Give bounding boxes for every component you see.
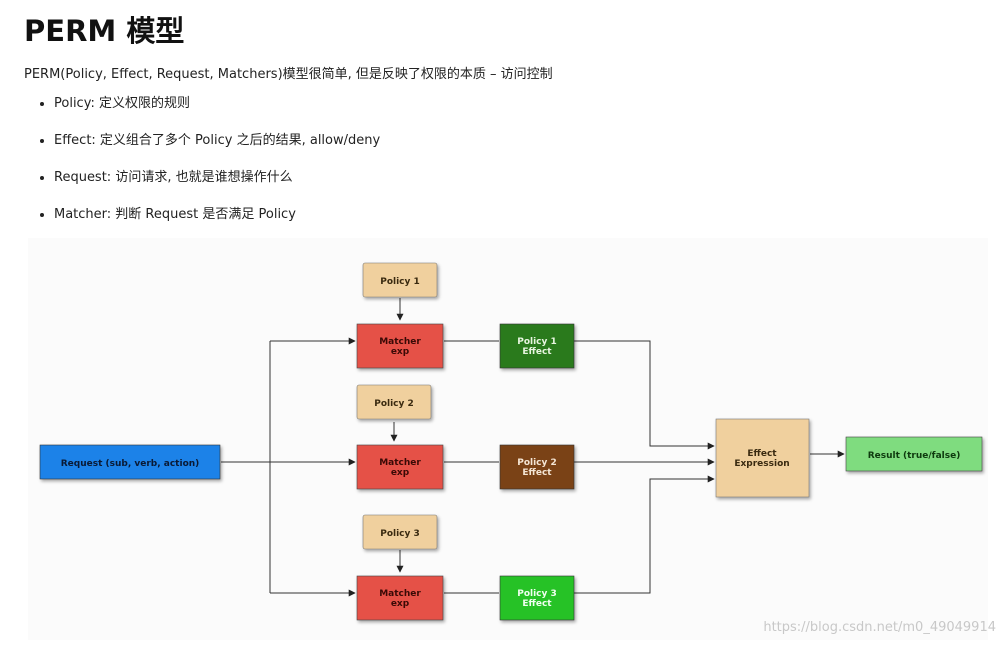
diagram-background <box>28 238 988 640</box>
policy-2-label: Policy 2 <box>374 399 414 409</box>
effect-node-1: Policy 1 Effect <box>499 323 575 369</box>
matcher-1-line-1: Matcher <box>379 337 421 347</box>
effect-expression-line-1: Effect <box>747 449 777 459</box>
policy-node-2: Policy 2 <box>356 384 432 420</box>
effect-expression-node: Effect Expression <box>715 418 810 498</box>
effect-expression-line-2: Expression <box>734 459 789 469</box>
effect-1-line-1: Policy 1 <box>517 337 557 347</box>
arrow-effect-1-expression <box>574 340 715 450</box>
policy-1-label: Policy 1 <box>380 277 420 287</box>
effect-3-line-2: Effect <box>522 599 552 609</box>
result-node: Result (true/false) <box>845 436 983 472</box>
matcher-node-2: Matcher exp <box>356 444 444 490</box>
effect-3-line-1: Policy 3 <box>517 589 557 599</box>
matcher-3-line-1: Matcher <box>379 589 421 599</box>
result-label: Result (true/false) <box>868 451 961 461</box>
connectors <box>221 298 845 597</box>
effect-node-3: Policy 3 Effect <box>499 575 575 621</box>
effect-node-2: Policy 2 Effect <box>499 444 575 490</box>
matcher-1-line-2: exp <box>391 347 410 357</box>
effect-2-line-1: Policy 2 <box>517 458 557 468</box>
matcher-2-line-1: Matcher <box>379 458 421 468</box>
policy-3-label: Policy 3 <box>380 529 420 539</box>
definition-request: Request: 访问请求, 也就是谁想操作什么 <box>54 170 380 207</box>
perm-flow-diagram: Request (sub, verb, action) Policy 1 Pol… <box>28 238 988 640</box>
matcher-3-line-2: exp <box>391 599 410 609</box>
arrow-effect-3-expression <box>574 475 715 594</box>
watermark: https://blog.csdn.net/m0_49049914 <box>763 620 996 635</box>
intro-paragraph: PERM(Policy, Effect, Request, Matchers)模… <box>24 67 553 82</box>
effect-1-line-2: Effect <box>522 347 552 357</box>
matcher-2-line-2: exp <box>391 468 410 478</box>
request-label: Request (sub, verb, action) <box>61 459 200 469</box>
page-title: PERM 模型 <box>24 14 185 48</box>
policy-node-1: Policy 1 <box>362 262 438 298</box>
matcher-node-3: Matcher exp <box>356 575 444 621</box>
effect-2-line-2: Effect <box>522 468 552 478</box>
definition-matcher: Matcher: 判断 Request 是否满足 Policy <box>54 207 380 244</box>
request-node: Request (sub, verb, action) <box>39 444 221 480</box>
definition-policy: Policy: 定义权限的规则 <box>54 96 380 133</box>
definition-effect: Effect: 定义组合了多个 Policy 之后的结果, allow/deny <box>54 133 380 170</box>
definition-list: Policy: 定义权限的规则 Effect: 定义组合了多个 Policy 之… <box>26 96 380 244</box>
policy-node-3: Policy 3 <box>362 514 438 550</box>
matcher-node-1: Matcher exp <box>356 323 444 369</box>
